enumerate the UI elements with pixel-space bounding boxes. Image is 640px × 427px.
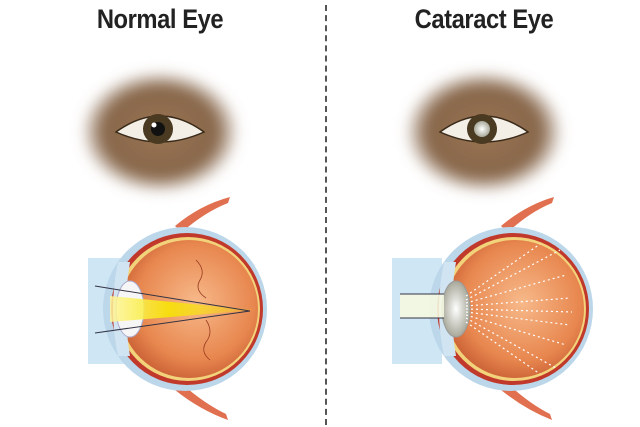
cataract-eye-title: Cataract Eye bbox=[414, 4, 554, 34]
normal-eye-title: Normal Eye bbox=[96, 4, 224, 34]
normal-front-eye bbox=[80, 70, 240, 194]
cataract-front-eye bbox=[404, 70, 564, 194]
cloudy-lens-icon bbox=[474, 121, 490, 137]
normal-eye-cross-section bbox=[88, 197, 267, 420]
light-beam bbox=[400, 294, 444, 318]
dashed-divider bbox=[325, 5, 327, 425]
cataract-eye-cross-section bbox=[392, 197, 593, 420]
light-beam bbox=[110, 296, 255, 322]
cloudy-lens bbox=[441, 280, 471, 338]
scattered-light-rays bbox=[465, 243, 573, 375]
